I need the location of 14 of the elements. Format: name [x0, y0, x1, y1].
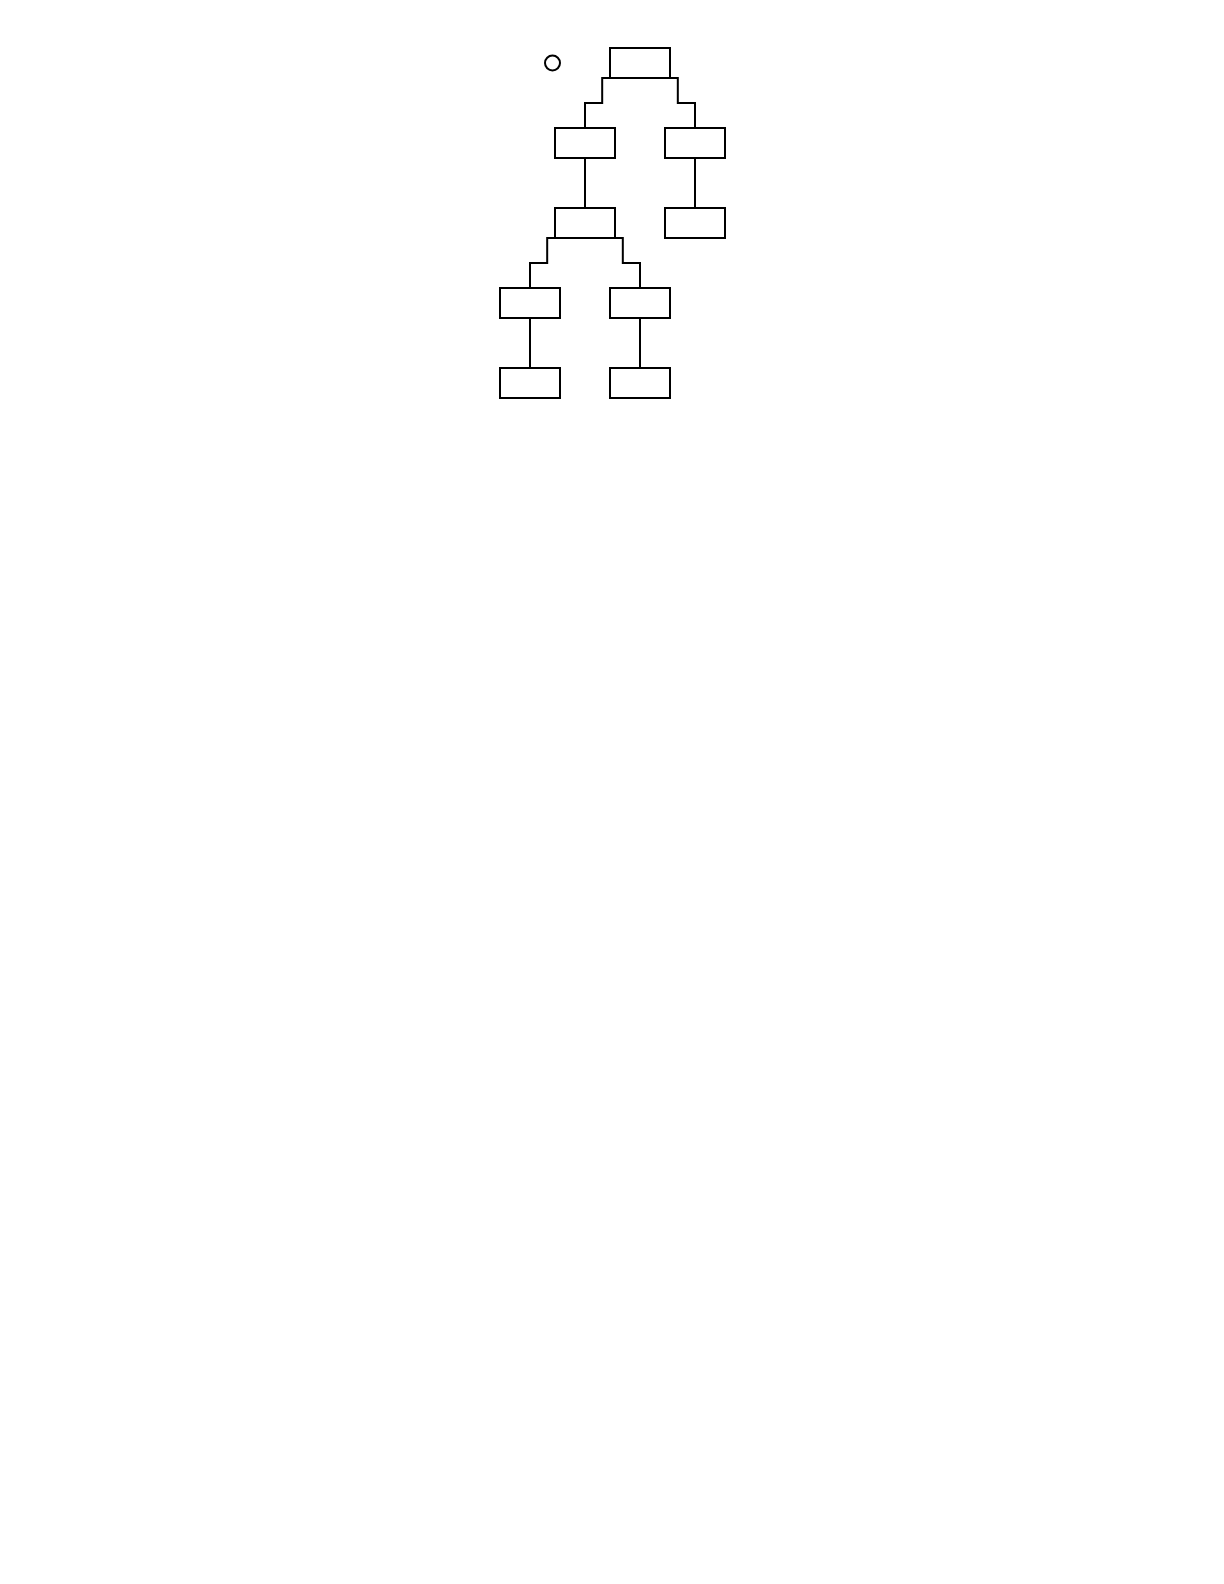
connector — [528, 317, 531, 369]
connector — [638, 317, 641, 369]
empty-box — [608, 47, 671, 79]
empty-box — [553, 127, 616, 159]
empty-box — [663, 127, 726, 159]
empty-box — [663, 207, 726, 239]
circle-node — [543, 54, 561, 72]
empty-box — [553, 207, 616, 239]
empty-box — [498, 367, 561, 399]
empty-box — [498, 287, 561, 319]
empty-box — [608, 367, 671, 399]
empty-box — [608, 287, 671, 319]
connector — [693, 157, 696, 209]
connector — [583, 157, 586, 209]
